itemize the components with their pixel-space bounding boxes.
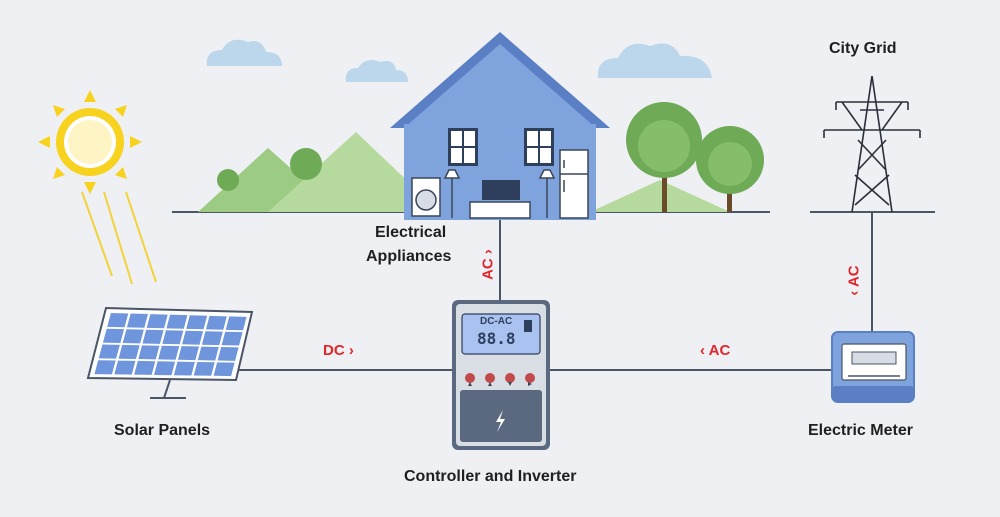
panel-cell xyxy=(102,328,125,343)
panel-cell xyxy=(186,315,208,330)
device-screen-digits: 88.8 xyxy=(477,329,516,348)
washing-machine-icon xyxy=(411,177,441,217)
panel-cell xyxy=(193,361,215,376)
tree-icon xyxy=(696,126,764,212)
connection-wires xyxy=(236,212,873,371)
flow-label-ac-meter: ‹ AC xyxy=(700,342,731,359)
controller-inverter-device xyxy=(452,300,550,450)
panel-cell xyxy=(118,344,140,360)
panel-cell xyxy=(221,331,243,346)
lightning-icon xyxy=(496,410,505,432)
solar-panel-icon xyxy=(86,306,254,399)
cloud-icon xyxy=(206,39,282,66)
panel-cell xyxy=(126,313,148,328)
cloud-icon xyxy=(597,43,712,78)
panel-cell xyxy=(134,360,156,375)
panel-cell xyxy=(94,360,116,375)
electrical-appliances-label-line2: Appliances xyxy=(366,248,452,265)
sun-rays xyxy=(81,191,157,285)
panel-cell xyxy=(205,315,227,330)
electrical-appliances-label-line1: Electrical xyxy=(375,224,447,241)
city-grid-label: City Grid xyxy=(829,40,897,57)
hills xyxy=(198,132,730,212)
floor-lamp-icon xyxy=(443,169,461,218)
panel-cell xyxy=(173,361,195,376)
tv-icon xyxy=(469,180,531,219)
solar-panels-label: Solar Panels xyxy=(114,422,211,439)
panel-cell xyxy=(98,344,120,359)
device-screen-text: DC-AC xyxy=(480,316,513,327)
panel-cell xyxy=(201,331,223,346)
panel-cell xyxy=(182,330,204,345)
sun-icon xyxy=(38,90,142,194)
flow-label-dc: DC › xyxy=(323,342,354,359)
panel-cell xyxy=(213,362,235,377)
panel-cell xyxy=(146,314,168,329)
electric-meter-label: Electric Meter xyxy=(808,422,913,439)
flow-label-ac-grid: ‹ AC xyxy=(845,265,863,296)
panel-cell xyxy=(107,312,129,328)
panel-cell xyxy=(217,347,239,361)
panel-cell xyxy=(158,345,180,360)
flow-label-ac-house: AC › xyxy=(479,249,497,280)
panel-cell xyxy=(197,346,219,361)
controller-inverter-label: Controller and Inverter xyxy=(404,468,577,485)
panel-cell xyxy=(162,330,184,345)
panel-cell xyxy=(114,360,136,375)
cloud-icon xyxy=(345,60,408,82)
fridge-icon xyxy=(559,149,589,219)
panel-cell xyxy=(154,361,176,376)
tree-icon xyxy=(626,102,702,212)
panel-cell xyxy=(177,346,199,361)
panel-cell xyxy=(142,329,164,344)
panel-cells xyxy=(94,312,247,377)
floor-lamp-icon xyxy=(538,169,556,218)
power-tower-icon xyxy=(823,75,921,213)
panel-cell xyxy=(122,329,144,344)
panel-cell xyxy=(225,316,247,331)
house xyxy=(390,32,610,220)
panel-cell xyxy=(166,314,188,329)
electric-meter-device xyxy=(831,331,915,403)
panel-cell xyxy=(138,345,160,360)
